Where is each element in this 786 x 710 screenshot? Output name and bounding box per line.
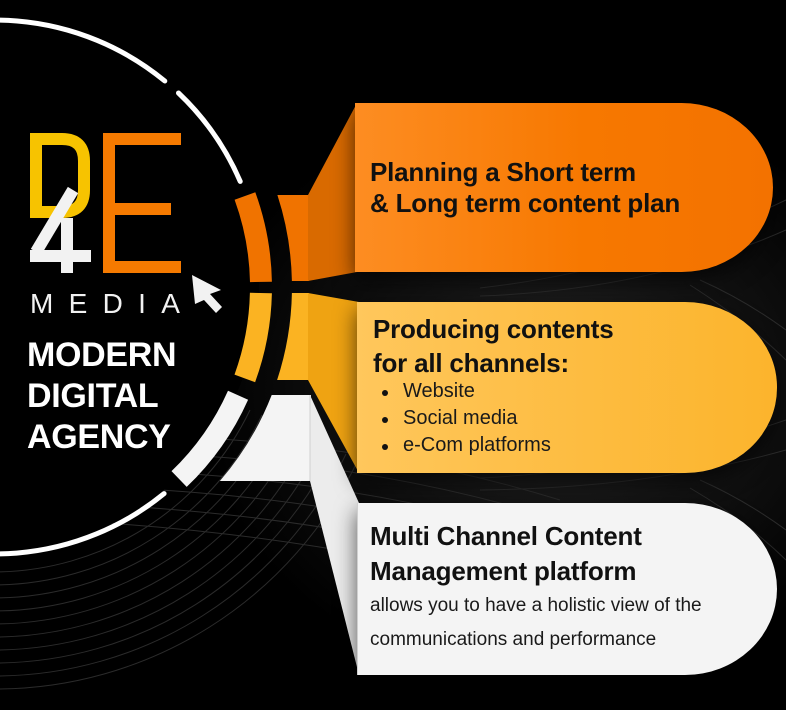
cursor-icon bbox=[192, 275, 222, 313]
connector-band-white bbox=[219, 395, 311, 481]
panel-title: Multi Channel Content Management platfor… bbox=[370, 519, 777, 589]
logo-letter-e bbox=[103, 133, 181, 273]
channel-list: Website Social media e-Com platforms bbox=[373, 378, 777, 459]
panel-title-line: Planning a Short term bbox=[370, 157, 636, 187]
ring-segment-orange bbox=[234, 192, 272, 283]
panel-title-line: & Long term content plan bbox=[370, 188, 681, 218]
panel-title-line: Multi Channel Content bbox=[370, 521, 642, 551]
logo-letter-d bbox=[30, 133, 90, 218]
bullet-icon bbox=[382, 417, 388, 423]
logo-digit-4 bbox=[30, 186, 91, 273]
panel-content-planning: Planning a Short term & Long term conten… bbox=[355, 103, 773, 272]
list-item: e-Com platforms bbox=[373, 432, 777, 459]
panel-content-management: Multi Channel Content Management platfor… bbox=[357, 503, 777, 675]
connector-orange bbox=[308, 103, 357, 281]
list-item-label: e-Com platforms bbox=[403, 434, 551, 456]
logo-disc bbox=[0, 23, 259, 551]
tagline-line: AGENCY bbox=[27, 418, 171, 456]
tagline-line: DIGITAL bbox=[27, 377, 159, 415]
ring-segment-yellow bbox=[234, 292, 272, 383]
panel-title: Planning a Short term & Long term conten… bbox=[370, 157, 773, 219]
panel-title-line: for all channels: bbox=[373, 348, 569, 378]
connector-white bbox=[310, 395, 359, 675]
bullet-icon bbox=[382, 444, 388, 450]
panel-description: allows you to have a holistic view of th… bbox=[370, 589, 777, 657]
panel-content-production: Producing contents for all channels: Web… bbox=[357, 302, 777, 473]
bullet-icon bbox=[382, 390, 388, 396]
logo-wordmark: MEDIA bbox=[30, 288, 196, 319]
list-item-label: Social media bbox=[403, 407, 518, 429]
tagline: MODERN DIGITAL AGENCY bbox=[27, 335, 177, 458]
connector-band-orange bbox=[277, 195, 309, 281]
panel-description-line: allows you to have a holistic view of th… bbox=[370, 595, 702, 616]
ring-segment-white bbox=[171, 390, 249, 487]
list-item: Website bbox=[373, 378, 777, 405]
panel-title-line: Management platform bbox=[370, 556, 637, 586]
panel-title-line: Producing contents bbox=[373, 314, 614, 344]
connector-band-yellow bbox=[277, 293, 309, 380]
panel-title: Producing contents for all channels: bbox=[373, 312, 777, 380]
list-item: Social media bbox=[373, 405, 777, 432]
thin-ring bbox=[0, 17, 243, 557]
list-item-label: Website bbox=[403, 380, 475, 402]
tagline-line: MODERN bbox=[27, 336, 177, 374]
panel-description-line: communications and performance bbox=[370, 629, 657, 650]
connector-yellow bbox=[308, 293, 359, 473]
